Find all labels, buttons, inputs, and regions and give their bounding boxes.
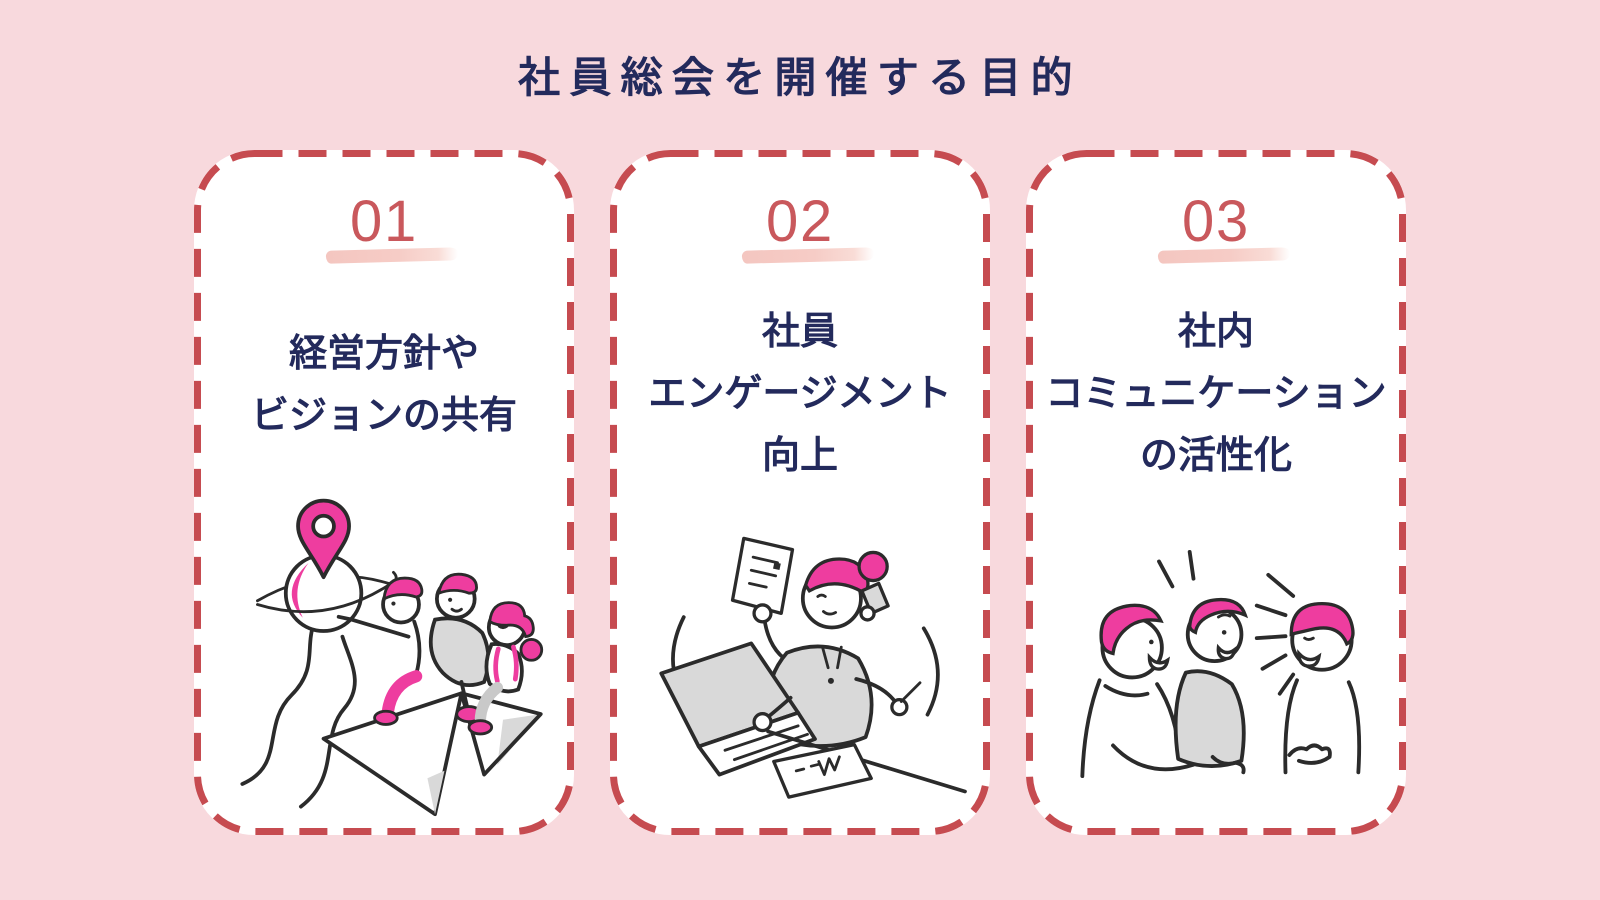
card-title-line: 経営方針や bbox=[288, 333, 479, 376]
card-title-line: 社内 bbox=[1177, 310, 1254, 353]
card-number: 03 bbox=[1157, 190, 1291, 264]
busy-employee-illustration bbox=[610, 508, 990, 835]
card-number: 02 bbox=[741, 190, 875, 264]
goal-pin-paper-plane-illustration bbox=[194, 491, 574, 835]
card-title-line: の活性化 bbox=[1139, 434, 1292, 477]
card-01: 01 経営方針や ビジョンの共有 bbox=[194, 150, 574, 835]
card-title-line: 社員 bbox=[761, 310, 838, 353]
people-chatting-illustration bbox=[1026, 508, 1406, 835]
purpose-cards: 01 経営方針や ビジョンの共有 bbox=[0, 150, 1600, 835]
card-number: 01 bbox=[325, 190, 459, 264]
card-title-line: エンゲージメント bbox=[648, 372, 952, 415]
card-02: 02 社員 エンゲージメント 向上 bbox=[610, 150, 990, 835]
card-title-line: 向上 bbox=[761, 434, 838, 477]
page-title: 社員総会を開催する目的 bbox=[518, 54, 1082, 101]
card-title: 経営方針や ビジョンの共有 bbox=[251, 280, 517, 491]
card-title-line: ビジョンの共有 bbox=[250, 395, 517, 438]
card-title-line: コミュニケーション bbox=[1045, 372, 1387, 415]
card-title: 社内 コミュニケーション の活性化 bbox=[1045, 280, 1386, 508]
card-title: 社員 エンゲージメント 向上 bbox=[648, 280, 951, 508]
card-03: 03 社内 コミュニケーション の活性化 bbox=[1026, 150, 1406, 835]
